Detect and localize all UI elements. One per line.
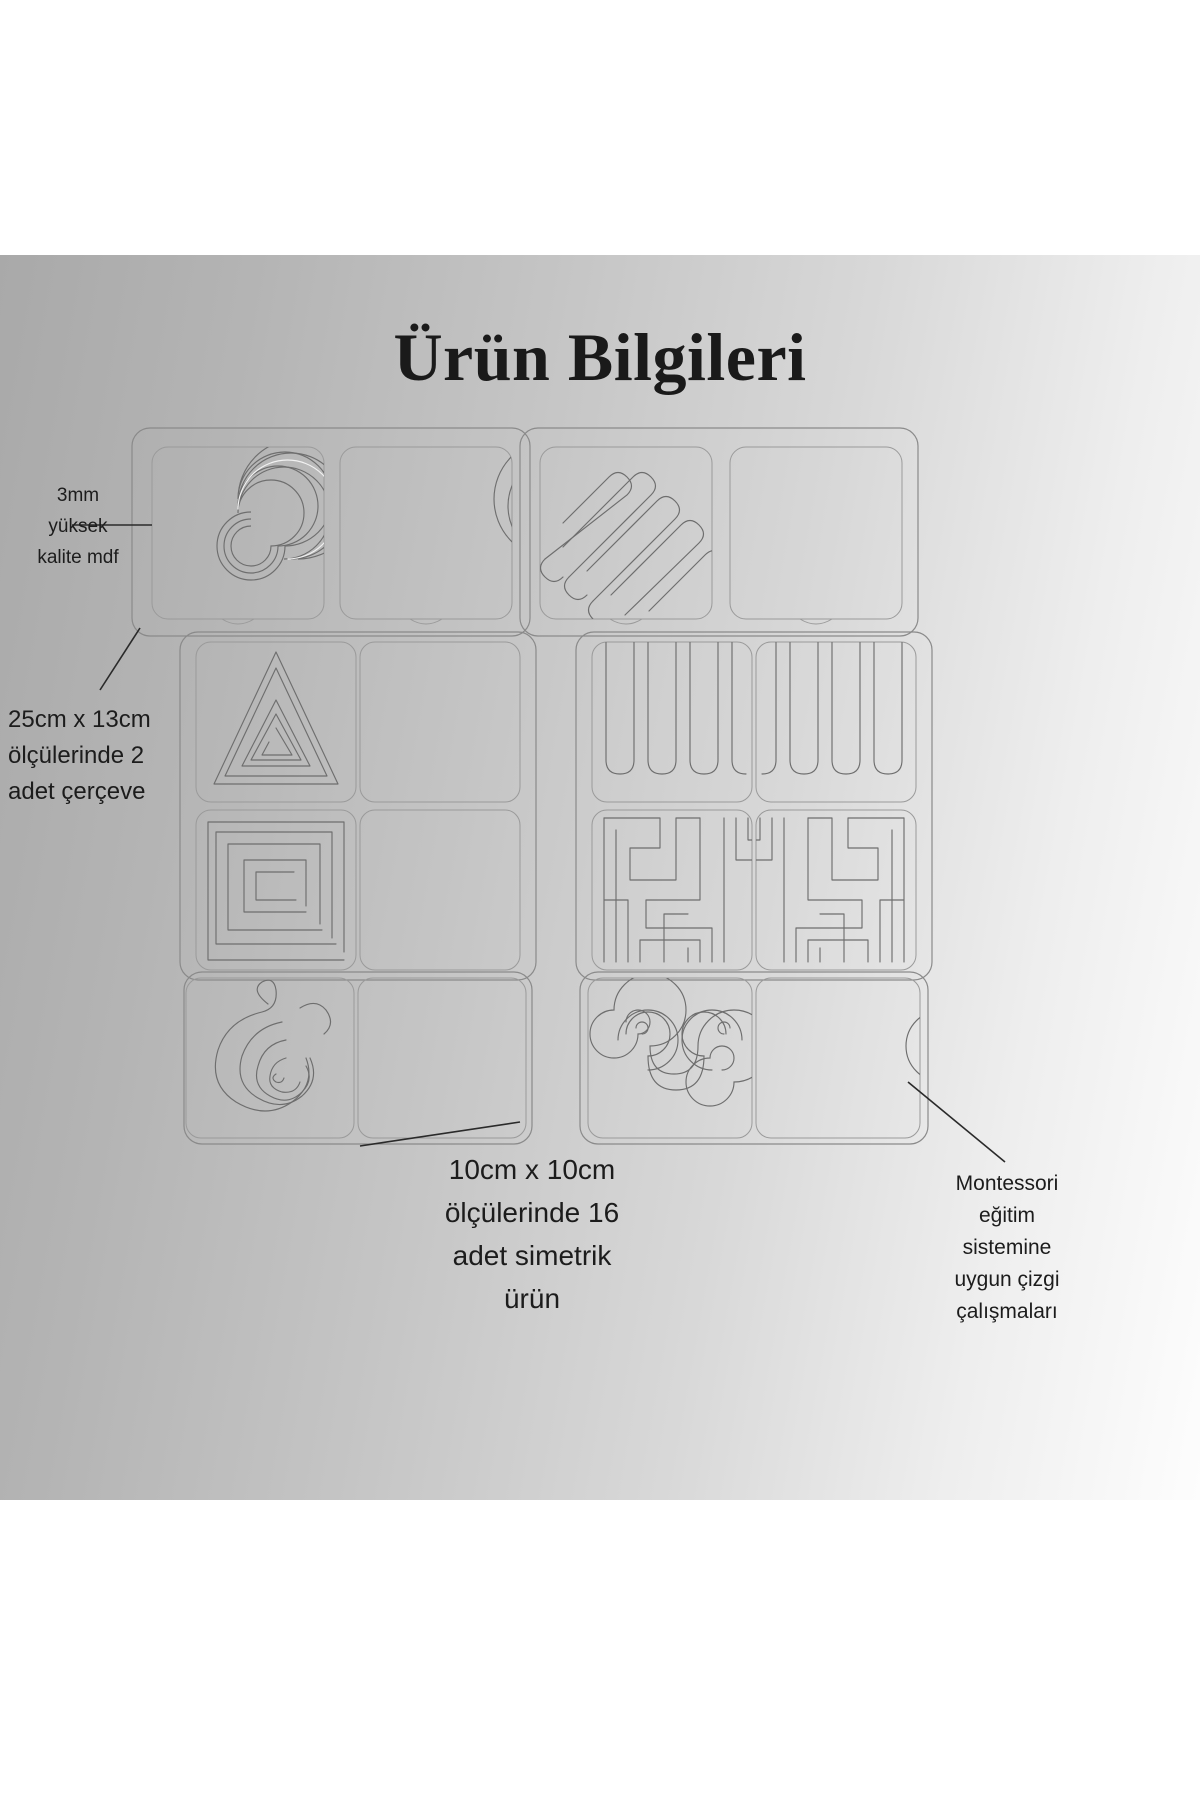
tile-triangle-spiral-2 <box>542 652 666 784</box>
frame-left-middle <box>179 631 666 981</box>
tile-spiral-1 <box>216 447 324 581</box>
annotation-frame-size: 25cm x 13cm ölçülerinde 2 adet çerçeve <box>8 706 151 805</box>
frame-top-left <box>131 427 531 637</box>
frame-right-middle <box>575 631 933 981</box>
tile-spiral-2 <box>493 447 512 581</box>
tile-vertical-serpentine-1 <box>605 642 747 775</box>
tile-greek-key-maze-2 <box>756 817 905 963</box>
tile-diagonal-zigzag-2 <box>909 473 1092 620</box>
tile-apple-spiral-1 <box>214 979 332 1112</box>
tile-square-spiral-1 <box>207 821 345 961</box>
tile-greek-key-maze-1 <box>603 817 752 963</box>
frame-bottom-left <box>183 971 533 1145</box>
frame-top-right <box>519 427 1092 637</box>
tile-double-spiral-1 <box>589 978 752 1107</box>
content-panel <box>0 255 1200 1500</box>
annotation-material: 3mm yüksek kalite mdf <box>37 485 119 568</box>
tile-triangle-spiral-1 <box>213 651 339 785</box>
frame-bottom-right <box>579 971 929 1145</box>
tile-diagonal-zigzag-1 <box>540 471 712 619</box>
annotation-tile-size: 10cm x 10cm ölçülerinde 16 adet simetrik… <box>444 1154 620 1314</box>
annotation-montessori: Montessori eğitim sistemine uygun çizgi … <box>954 1172 1060 1323</box>
tile-vertical-serpentine-2 <box>761 642 903 775</box>
page-title: Ürün Bilgileri <box>393 319 807 395</box>
tile-double-spiral-2 <box>905 978 920 1107</box>
